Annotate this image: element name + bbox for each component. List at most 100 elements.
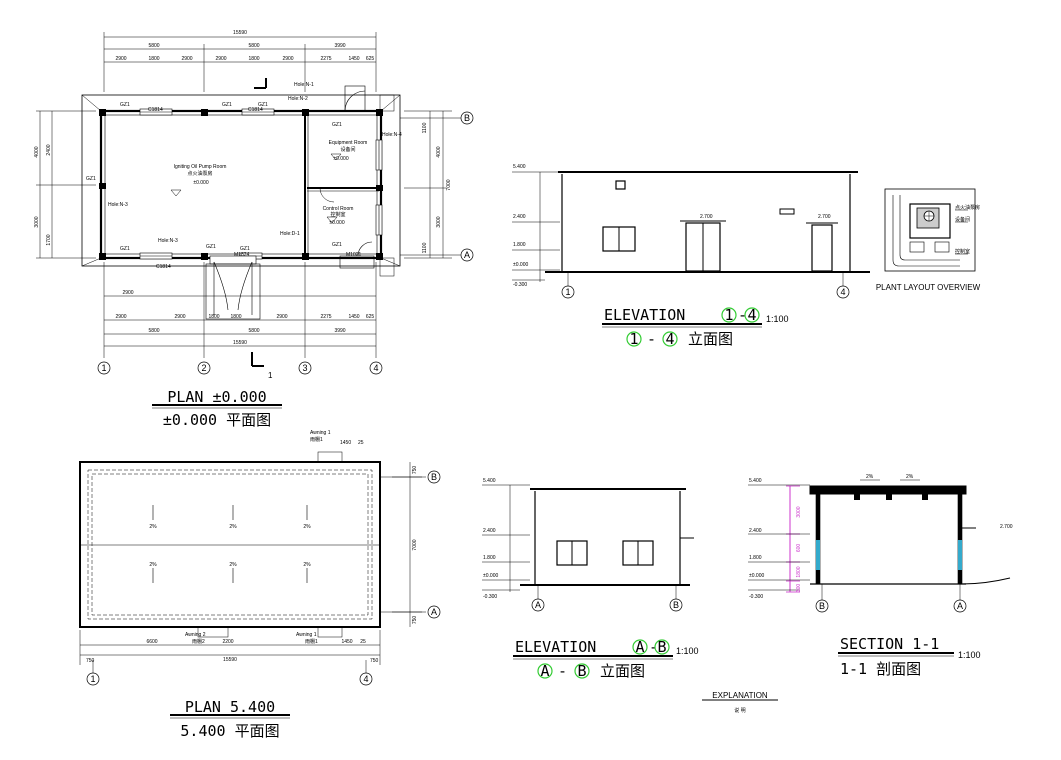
plan0-col-label-6: GZ1 bbox=[120, 246, 130, 252]
plan5400-slope-2: 2% bbox=[229, 524, 237, 530]
plan5400-awning-3-zh: 雨棚1 bbox=[305, 638, 318, 645]
title-underlines bbox=[152, 323, 954, 719]
layout-label-1: 点火油泵房 bbox=[955, 204, 980, 211]
plan5400-dim-sub-2: 2200 bbox=[222, 639, 233, 645]
plan0-dim-right-5: 1100 bbox=[422, 242, 428, 253]
plan0-axis-3: 3 bbox=[302, 363, 307, 373]
elevab-axis-b: B bbox=[673, 600, 679, 610]
plant-layout-caption: PLANT LAYOUT OVERVIEW bbox=[876, 283, 981, 292]
section-level-2: 2.400 bbox=[749, 528, 762, 534]
plan0-col-label-7: GZ1 bbox=[206, 244, 216, 250]
plan0-hole-2: Hole:N-2 bbox=[288, 96, 308, 102]
plan0-dim-bottom-detail-3: 1800 bbox=[208, 314, 219, 320]
plan0-dim-bottom-detail-6: 2275 bbox=[320, 314, 331, 320]
plan5400-dim-top-2: 25 bbox=[358, 440, 364, 446]
plan0-dim-right-2: 4000 bbox=[436, 146, 442, 157]
plan0-dim-top-total: 15590 bbox=[233, 30, 247, 36]
elevab-title-ax1: A bbox=[635, 638, 644, 656]
elev14-axis-4: 4 bbox=[840, 287, 845, 297]
elev14-scale: 1:100 bbox=[766, 314, 789, 324]
plan0-hole-1: Hole:N-1 bbox=[294, 82, 314, 88]
elev14-door-mark-2: 2.700 bbox=[818, 214, 831, 220]
elev14-sub-circle-2 bbox=[662, 331, 678, 347]
plan5400-axis-4: 4 bbox=[363, 674, 368, 684]
plan0-subtitle: ±0.000 平面图 bbox=[163, 411, 271, 429]
plan5400-slope-6: 2% bbox=[303, 562, 311, 568]
plan0-dim-left-2: 3000 bbox=[34, 216, 40, 227]
section-scale: 1:100 bbox=[958, 650, 981, 660]
plan0-dim-top-detail-5: 1800 bbox=[248, 56, 259, 62]
elev14-level-2: 2.400 bbox=[513, 214, 526, 220]
elevab-sub-circle-1 bbox=[537, 663, 553, 679]
elev14-title-ax2: 4 bbox=[747, 306, 756, 324]
plan0-axis-4: 4 bbox=[373, 363, 378, 373]
room-pump-elev: ±0.000 bbox=[193, 180, 208, 186]
plan5400-dim-bottom-total: 15590 bbox=[223, 657, 237, 663]
plan5400-dim-bottom-right: 750 bbox=[370, 658, 379, 664]
plan0-dim-right-3: 3000 bbox=[436, 216, 442, 227]
plan0-hole-3: Hole:N-3 bbox=[108, 202, 128, 208]
plan5400-axis-b: B bbox=[431, 472, 437, 482]
elev14-level-3: 1.800 bbox=[513, 242, 526, 248]
plan0-dim-bottom-detail-7: 1450 bbox=[348, 314, 359, 320]
section-vdim-1: 3000 bbox=[796, 506, 802, 517]
elevab-axis-circle-2 bbox=[654, 639, 670, 655]
plan5400-dim-right-3: 750 bbox=[412, 616, 418, 625]
section-side-mark: 2.700 bbox=[1000, 524, 1013, 530]
section-axis-a: A bbox=[957, 601, 963, 611]
plan0-dim-top-mid-2: 5800 bbox=[248, 43, 259, 49]
plan0-dim-top-mid-3: 3990 bbox=[334, 43, 345, 49]
plan5400-awning-1-zh: 雨棚1 bbox=[310, 436, 323, 443]
plan0-col-label-5: GZ1 bbox=[86, 176, 96, 182]
plan0-dim-bottom-detail-2: 2900 bbox=[174, 314, 185, 320]
section-1-1-drawing bbox=[748, 479, 1011, 613]
plan5400-slope-3: 2% bbox=[303, 524, 311, 530]
plan-5400-drawing bbox=[79, 451, 441, 686]
plan0-axis-1: 1 bbox=[101, 363, 106, 373]
plan5400-dim-sub-1: 6600 bbox=[146, 639, 157, 645]
room-equip-elev: ±0.000 bbox=[333, 156, 348, 162]
elev14-axis-circle-2 bbox=[744, 307, 760, 323]
plan0-title: PLAN ±0.000 bbox=[167, 388, 266, 406]
section-slope-1: 2% bbox=[866, 474, 874, 480]
section-slope-2: 2% bbox=[906, 474, 914, 480]
plan0-dim-left-4: 2400 bbox=[46, 144, 52, 155]
section-vdim-2: 600 bbox=[796, 544, 802, 553]
elev14-title-dash: - bbox=[738, 306, 747, 324]
elev14-axis-1: 1 bbox=[565, 287, 570, 297]
plan0-dim-right-1: 7000 bbox=[446, 179, 452, 190]
plan0-dim-left-3: 1700 bbox=[46, 234, 52, 245]
plan0-dim-top-detail-7: 2275 bbox=[320, 56, 331, 62]
plan-0-drawing bbox=[81, 78, 401, 367]
elevab-axis-circle-1 bbox=[632, 639, 648, 655]
section-level-3: 1.800 bbox=[749, 555, 762, 561]
plan5400-slope-5: 2% bbox=[229, 562, 237, 568]
plan0-axis-b: B bbox=[464, 113, 470, 123]
elev14-axis-circle-1 bbox=[721, 307, 737, 323]
plan0-dim-bottom-detail-4: 1800 bbox=[230, 314, 241, 320]
elevab-title-pre: ELEVATION bbox=[515, 638, 596, 656]
room-pump-zh: 点火油泵房 bbox=[187, 170, 212, 177]
plan5400-axis-1: 1 bbox=[90, 674, 95, 684]
plan0-window-label-3: C1814 bbox=[156, 264, 171, 270]
plan0-dim-top-detail-1: 2900 bbox=[115, 56, 126, 62]
elev14-sub-ax2: 4 bbox=[665, 330, 674, 348]
section-axis-b: B bbox=[819, 601, 825, 611]
elev14-door-mark-1: 2.700 bbox=[700, 214, 713, 220]
plan0-dim-bottom-total: 15590 bbox=[233, 340, 247, 346]
plan0-dim-bottom-detail-5: 2900 bbox=[276, 314, 287, 320]
plan5400-slope-1: 2% bbox=[149, 524, 157, 530]
plan5400-dim-top-1: 1450 bbox=[340, 440, 351, 446]
elev14-title-pre: ELEVATION bbox=[604, 306, 685, 324]
plan0-dim-right-4: 1100 bbox=[422, 122, 428, 133]
plan5400-subtitle: 5.400 平面图 bbox=[180, 722, 279, 740]
elevab-level-5: -0.300 bbox=[483, 594, 497, 600]
plan5400-dim-right-1: 750 bbox=[412, 466, 418, 475]
plan0-window-label-2: C1814 bbox=[248, 107, 263, 113]
plan0-window-label-5: M1021 bbox=[346, 252, 362, 258]
elev14-sub-circle-1 bbox=[626, 331, 642, 347]
section-level-5: -0.300 bbox=[749, 594, 763, 600]
room-equip-zh: 设备间 bbox=[340, 146, 355, 153]
elev14-level-5: -0.300 bbox=[513, 282, 527, 288]
